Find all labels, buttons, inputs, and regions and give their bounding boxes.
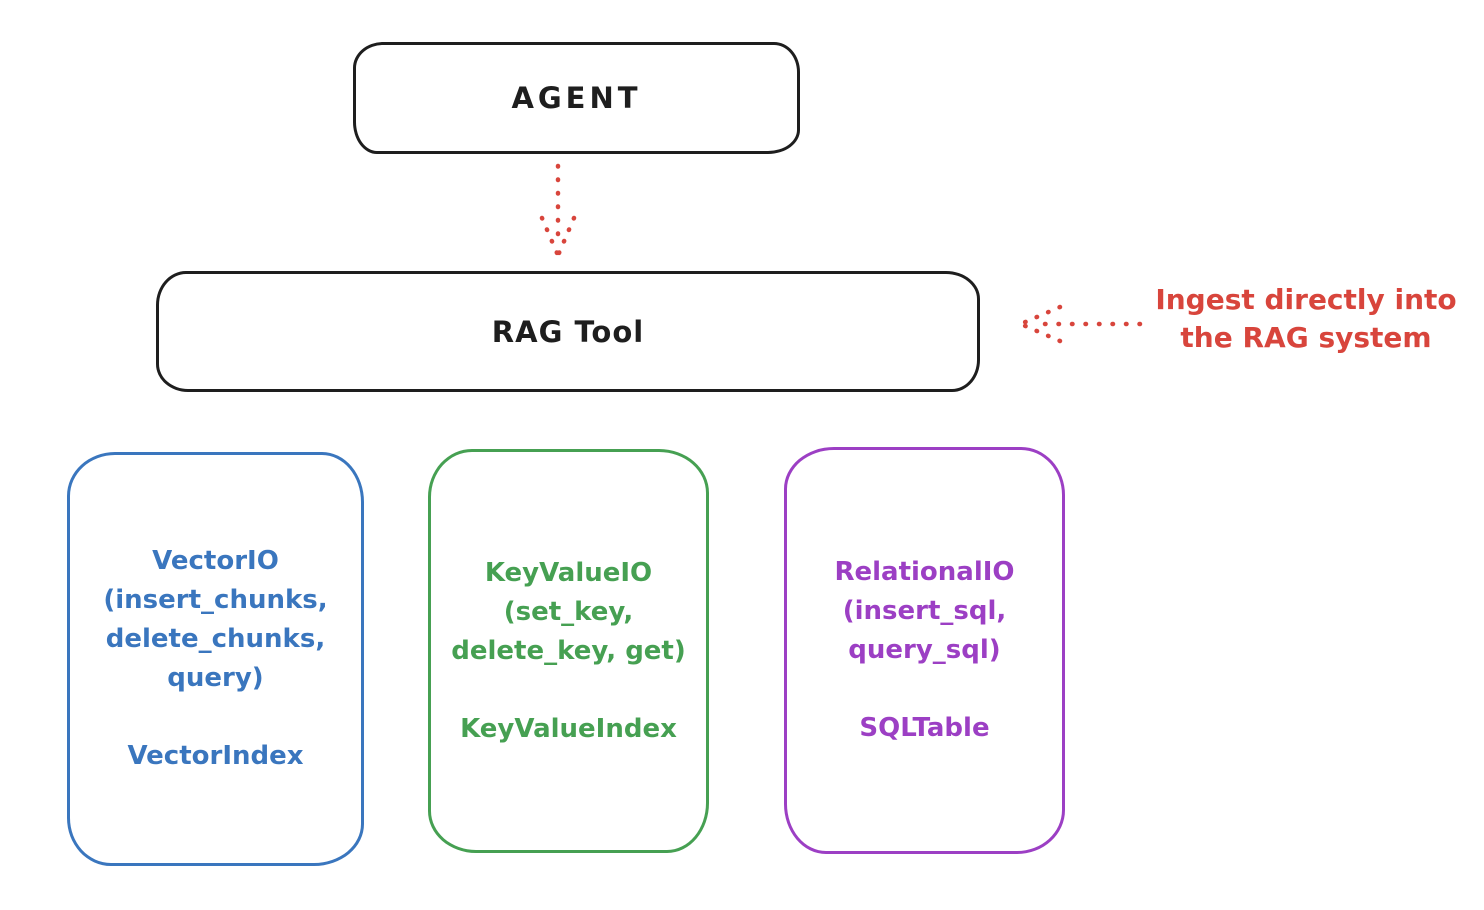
vector-io-title: VectorIO — [152, 546, 279, 576]
vector-index-label: VectorIndex — [127, 741, 304, 771]
vector-io-lines: VectorIO (insert_chunks, delete_chunks, … — [103, 542, 327, 698]
key-value-index-label: KeyValueIndex — [460, 713, 677, 744]
agent-label: AGENT — [511, 81, 642, 115]
vector-io-line: query) — [167, 663, 264, 693]
key-value-io-line: delete_key, get) — [451, 635, 686, 666]
key-value-io-node: KeyValueIO (set_key, delete_key, get) Ke… — [428, 449, 709, 853]
key-value-io-lines: KeyValueIO (set_key, delete_key, get) — [451, 554, 686, 671]
key-value-io-line: (set_key, — [503, 596, 634, 627]
vector-io-line: (insert_chunks, — [103, 585, 328, 615]
rag-tool-node: RAG Tool — [156, 271, 980, 392]
rag-tool-label: RAG Tool — [491, 314, 645, 349]
ingest-annotation-line2: the RAG system — [1180, 321, 1432, 354]
relational-io-node: RelationalIO (insert_sql, query_sql) SQL… — [784, 447, 1065, 854]
annotation-to-rag-arrow-icon — [1020, 304, 1143, 344]
relational-io-title: RelationalIO — [834, 557, 1015, 587]
relational-io-line: (insert_sql, — [842, 596, 1007, 626]
ingest-annotation-line1: Ingest directly into — [1155, 283, 1457, 316]
agent-node: AGENT — [353, 42, 800, 154]
ingest-annotation: Ingest directly into the RAG system — [1138, 281, 1474, 357]
vector-io-node: VectorIO (insert_chunks, delete_chunks, … — [67, 452, 364, 866]
key-value-io-title: KeyValueIO — [484, 557, 653, 588]
vector-io-line: delete_chunks, — [105, 624, 326, 654]
agent-to-rag-arrow-icon — [539, 163, 577, 256]
relational-io-lines: RelationalIO (insert_sql, query_sql) — [834, 553, 1014, 670]
relational-io-line: query_sql) — [848, 635, 1001, 665]
sql-table-label: SQLTable — [859, 713, 990, 743]
